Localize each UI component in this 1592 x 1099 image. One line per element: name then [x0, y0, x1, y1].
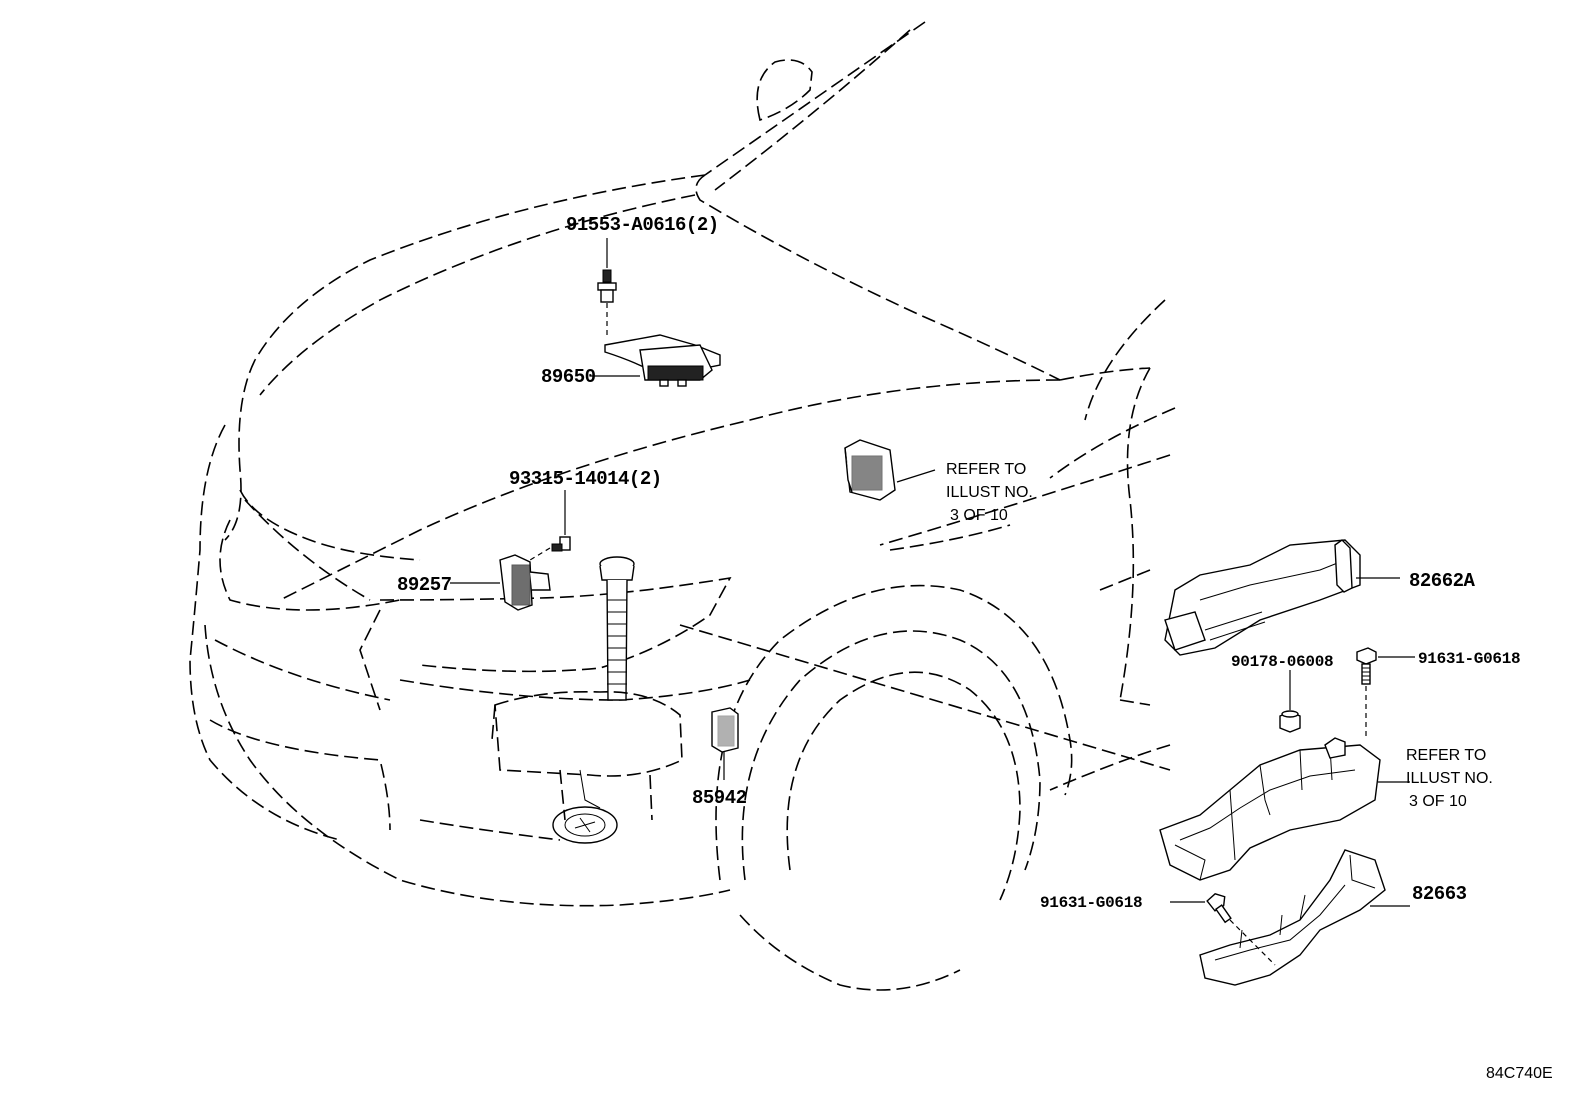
module-refer-1 [844, 439, 936, 501]
screw-93315 [529, 490, 571, 561]
module-89650 [590, 334, 721, 387]
part-label-89257: 89257 [397, 574, 452, 596]
part-label-91553: 91553-A0616(2) [566, 214, 719, 236]
washer-tank [491, 556, 683, 821]
part-label-93315: 93315-14014(2) [509, 468, 662, 490]
bracket-82663 [1199, 849, 1410, 986]
car-body-outline [189, 21, 1176, 991]
part-label-85942: 85942 [692, 787, 747, 809]
bolt-91631-upper [1356, 647, 1415, 740]
part-label-90178: 90178-06008 [1231, 653, 1333, 671]
part-label-91631-upper: 91631-G0618 [1418, 650, 1520, 668]
cover-82662A [1164, 539, 1400, 656]
refer-note-1-line1: REFER TO [946, 461, 1026, 478]
part-label-82662A: 82662A [1409, 570, 1476, 592]
battery-tray [1159, 737, 1410, 881]
refer-note-2-line1: REFER TO [1406, 747, 1486, 764]
refer-note-2-line3: 3 OF 10 [1409, 793, 1467, 810]
refer-note-1-line3: 3 OF 10 [950, 507, 1008, 524]
sensor-89257 [450, 554, 551, 611]
part-label-91631-lower: 91631-G0618 [1040, 894, 1142, 912]
bolt-91553 [597, 238, 617, 335]
figure-code: 84C740E [1486, 1065, 1553, 1082]
nut-90178 [1279, 670, 1301, 733]
module-85942 [711, 707, 739, 780]
refer-note-1-line2: ILLUST NO. [946, 484, 1033, 501]
refer-note-2-line2: ILLUST NO. [1406, 770, 1493, 787]
part-label-82663: 82663 [1412, 883, 1467, 905]
leader-misc [889, 524, 1011, 551]
part-label-89650: 89650 [541, 366, 596, 388]
bolt-91631-lower [1170, 893, 1276, 966]
